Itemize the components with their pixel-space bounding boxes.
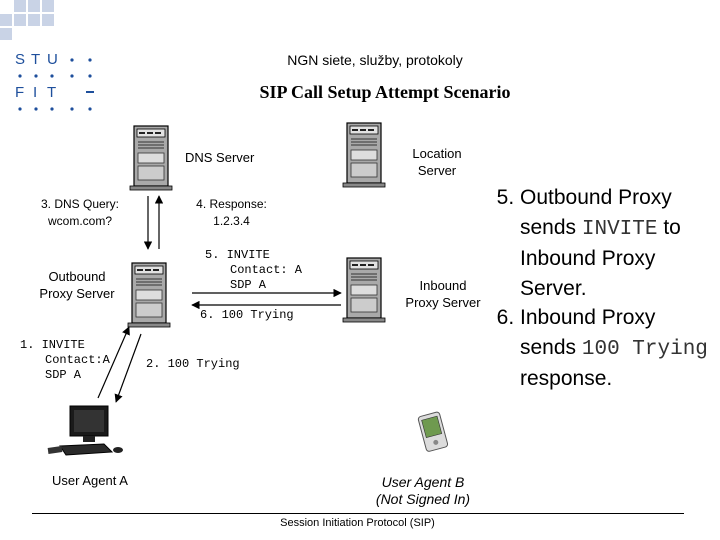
logo-letter-f: F — [15, 84, 24, 101]
logo-letter-t: T — [31, 51, 40, 68]
stu-fiit-logo: S T U F I T — [0, 0, 94, 111]
course-header: NGN siete, služby, protokoly — [287, 52, 463, 68]
user-agent-b-label: User Agent B(Not Signed In) — [375, 474, 471, 507]
trying2-arrow — [114, 333, 142, 403]
dns-query-label: 3. DNS Query:wcom.com? — [40, 197, 120, 228]
dns-server-icon — [129, 125, 173, 191]
footer-text: Session Initiation Protocol (SIP) — [280, 517, 435, 529]
user-agent-a-label: User Agent A — [52, 473, 128, 488]
invite1-arrow — [97, 326, 130, 399]
dns-response-label: 4. Response:1.2.3.4 — [196, 197, 267, 228]
logo-letter-i: I — [33, 84, 37, 101]
trying2-label: 2. 100 Trying — [146, 357, 240, 371]
outbound-proxy-server-icon — [127, 262, 171, 328]
location-server-icon — [342, 122, 386, 188]
dns-server-label: DNS Server — [185, 150, 255, 165]
side-item-6: Inbound Proxy sends 100 Trying response. — [520, 303, 713, 394]
pda-icon — [417, 411, 449, 452]
logo-letter-u: U — [47, 51, 58, 68]
trying6-label: 6. 100 Trying — [200, 308, 294, 322]
logo-letter-s: S — [15, 51, 25, 68]
footer-divider — [32, 513, 684, 514]
logo-letter-t2: T — [47, 84, 56, 101]
side-item-5: Outbound Proxy sends INVITE to Inbound P… — [520, 183, 713, 303]
side-explanation: Outbound Proxy sends INVITE to Inbound P… — [488, 183, 713, 394]
inbound-proxy-server-icon — [342, 257, 386, 323]
computer-icon — [47, 405, 123, 456]
slide-title: SIP Call Setup Attempt Scenario — [259, 82, 511, 102]
